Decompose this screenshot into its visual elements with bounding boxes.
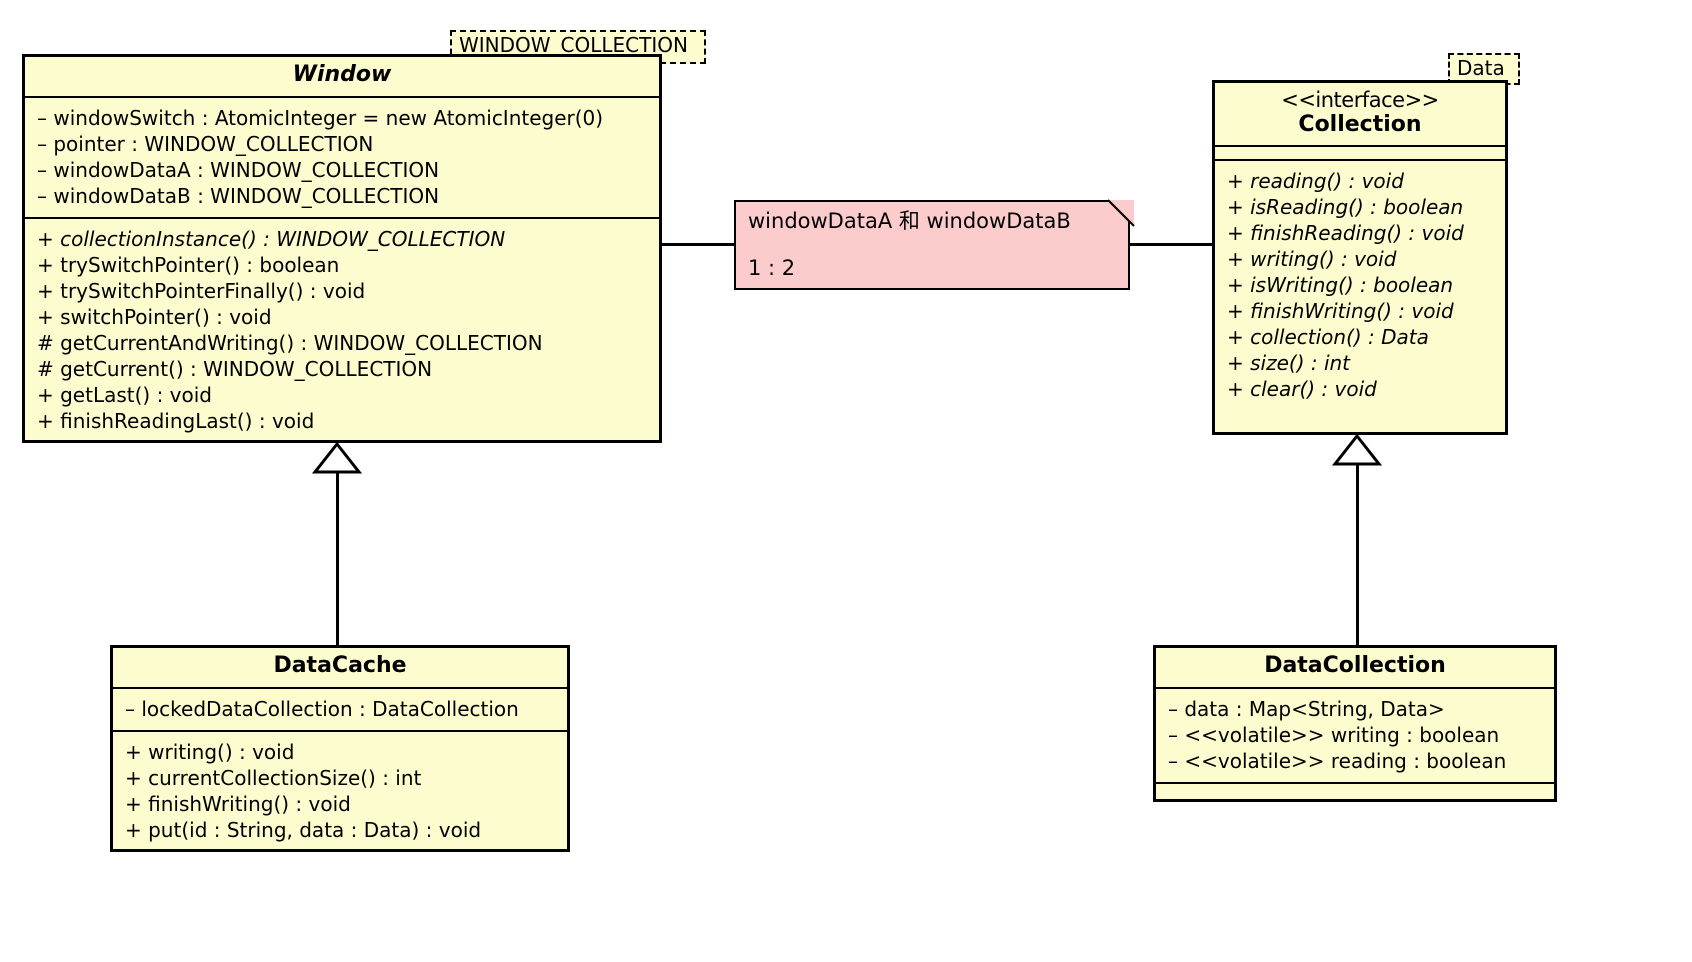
attribute-row: – windowDataA : WINDOW_COLLECTION	[37, 157, 440, 182]
generalization-line-datacache	[336, 470, 339, 645]
stereotype-interface: <<interface>>	[1281, 88, 1439, 112]
method-row: + put(id : String, data : Data) : void	[125, 817, 482, 842]
note-line-2: 1 : 2	[748, 256, 796, 281]
methods-compartment-datacollection	[1156, 784, 1554, 796]
method-row: + getLast() : void	[37, 382, 212, 407]
method-row: + currentCollectionSize() : int	[125, 765, 422, 790]
generalization-arrowhead-datacache	[311, 441, 363, 474]
divider	[25, 95, 659, 98]
divider	[1215, 159, 1505, 162]
class-title-window: Window	[292, 62, 392, 87]
method-row: + switchPointer() : void	[37, 304, 272, 329]
class-box-collection[interactable]: <<interface>> Collection + reading() : v…	[1212, 80, 1508, 435]
method-row: + isReading() : boolean	[1227, 195, 1464, 220]
method-row: + trySwitchPointer() : boolean	[37, 252, 340, 277]
method-row: + size() : int	[1227, 351, 1351, 376]
class-box-datacollection[interactable]: DataCollection – data : Map<String, Data…	[1153, 645, 1557, 802]
method-row: + writing() : void	[125, 739, 295, 764]
attribute-row: – <<volatile>> reading : boolean	[1168, 748, 1507, 773]
attribute-row: – data : Map<String, Data>	[1168, 696, 1445, 721]
note-association-multiplicity: windowDataA 和 windowDataB 1 : 2	[734, 199, 1135, 290]
method-row: + finishWriting() : void	[1227, 299, 1454, 324]
divider	[1215, 145, 1505, 148]
method-row: + trySwitchPointerFinally() : void	[37, 278, 366, 303]
class-title-datacollection: DataCollection	[1264, 653, 1446, 678]
method-row: + collectionInstance() : WINDOW_COLLECTI…	[37, 226, 506, 251]
methods-compartment-datacache: + writing() : void + currentCollectionSi…	[113, 732, 567, 851]
method-row: + reading() : void	[1227, 169, 1404, 194]
methods-compartment-window: + collectionInstance() : WINDOW_COLLECTI…	[25, 219, 659, 442]
attributes-compartment-window: – windowSwitch : AtomicInteger = new Ato…	[25, 98, 659, 217]
attribute-row: – lockedDataCollection : DataCollection	[125, 696, 519, 721]
divider	[113, 729, 567, 732]
generalization-line-datacollection	[1356, 462, 1359, 645]
attributes-compartment-collection	[1215, 147, 1505, 159]
method-row: + finishWriting() : void	[125, 791, 351, 816]
note-line-1: windowDataA 和 windowDataB	[748, 209, 1071, 233]
class-name-collection: Collection	[1298, 111, 1422, 137]
attribute-row: – windowDataB : WINDOW_COLLECTION	[37, 183, 440, 208]
class-title-collection: <<interface>> Collection	[1215, 83, 1505, 145]
attributes-compartment-datacollection: – data : Map<String, Data> – <<volatile>…	[1156, 689, 1554, 782]
divider	[113, 686, 567, 689]
method-row: # getCurrentAndWriting() : WINDOW_COLLEC…	[37, 330, 543, 355]
attribute-row: – <<volatile>> writing : boolean	[1168, 722, 1500, 747]
divider	[1156, 781, 1554, 784]
methods-compartment-collection: + reading() : void + isReading() : boole…	[1215, 161, 1505, 410]
method-row: + finishReading() : void	[1227, 221, 1464, 246]
connector-window-to-note	[660, 243, 736, 246]
class-box-window[interactable]: Window – windowSwitch : AtomicInteger = …	[22, 54, 662, 443]
attribute-row: – windowSwitch : AtomicInteger = new Ato…	[37, 105, 604, 130]
method-row: + isWriting() : boolean	[1227, 273, 1454, 298]
method-row: + finishReadingLast() : void	[37, 408, 315, 433]
method-row: + collection() : Data	[1227, 325, 1429, 350]
divider	[1156, 686, 1554, 689]
class-box-datacache[interactable]: DataCache – lockedDataCollection : DataC…	[110, 645, 570, 852]
note-fold-corner-icon	[1107, 199, 1135, 227]
method-row: + clear() : void	[1227, 377, 1377, 402]
method-row: # getCurrent() : WINDOW_COLLECTION	[37, 356, 433, 381]
divider	[25, 216, 659, 219]
attribute-row: – pointer : WINDOW_COLLECTION	[37, 131, 374, 156]
class-title-datacache: DataCache	[273, 653, 407, 678]
connector-note-to-collection	[1128, 243, 1214, 246]
method-row: + writing() : void	[1227, 247, 1397, 272]
attributes-compartment-datacache: – lockedDataCollection : DataCollection	[113, 689, 567, 730]
generalization-arrowhead-datacollection	[1331, 433, 1383, 466]
